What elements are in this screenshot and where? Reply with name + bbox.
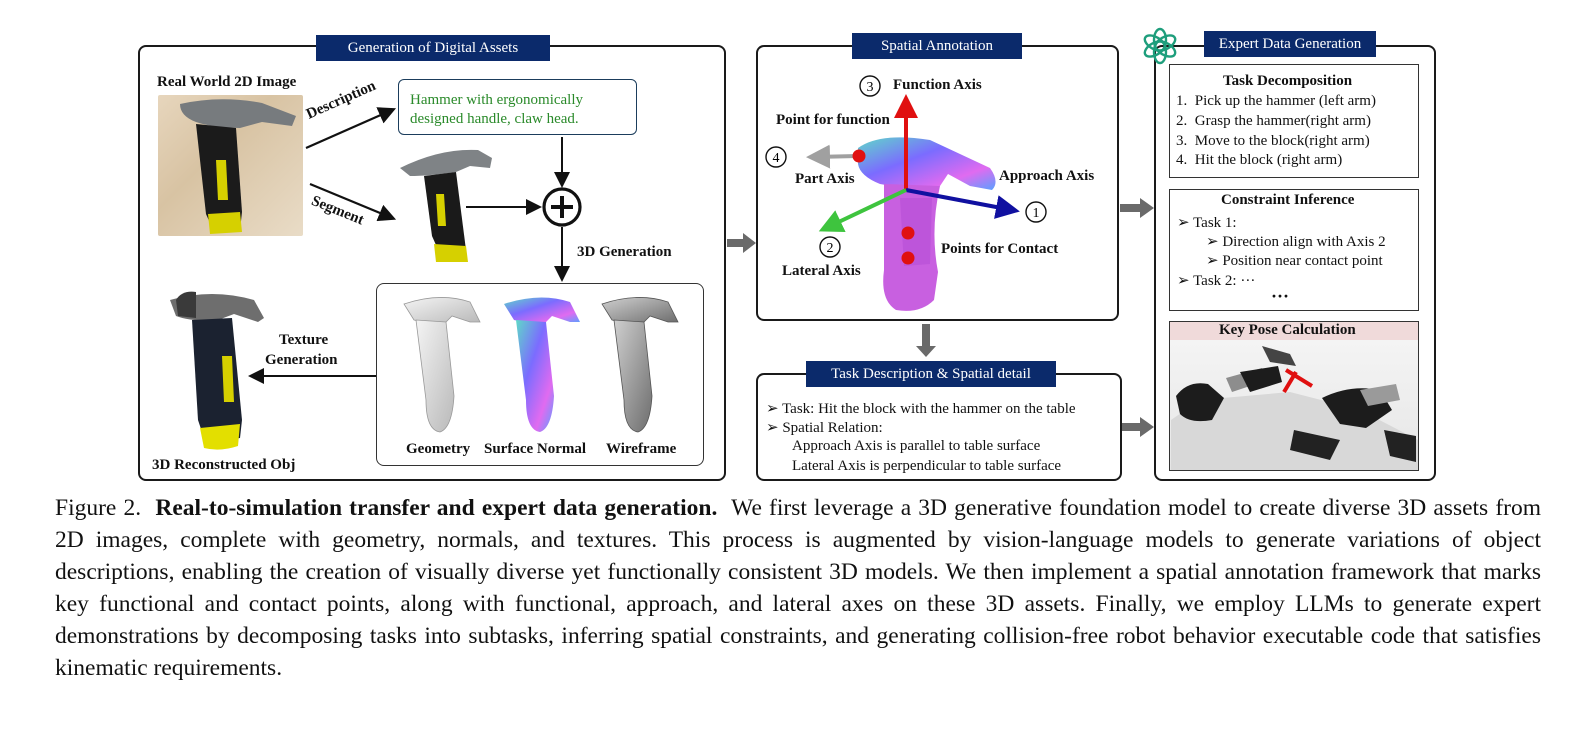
- function-point: [852, 149, 866, 163]
- lateral-axis-label: Lateral Axis: [782, 263, 861, 279]
- axis-number-3-text: 3: [867, 80, 874, 95]
- function-axis-label: Function Axis: [893, 77, 982, 93]
- digital-assets-title: Generation of Digital Assets: [316, 35, 550, 61]
- view-label-geometry: Geometry: [406, 441, 471, 457]
- relation-line-text: Spatial Relation:: [782, 420, 883, 436]
- geometry-view: [403, 297, 481, 433]
- decomp-item-text: Move to the block(right arm): [1194, 133, 1370, 149]
- task-line-text: Task: Hit the block with the hammer on t…: [782, 401, 1076, 417]
- connector-arrows: [727, 198, 1154, 437]
- approach-axis-arrow: [905, 188, 1020, 219]
- constraint-ellipsis: ···: [1271, 286, 1290, 306]
- task-line: ➢ Task: Hit the block with the hammer on…: [766, 401, 1076, 417]
- lateral-relation-line: Lateral Axis is perpendicular to table s…: [792, 458, 1062, 474]
- view-label-normal: Surface Normal: [484, 441, 587, 457]
- decomp-item: 3. Move to the block(right arm): [1176, 133, 1370, 149]
- constraint-item-text: Position near contact point: [1222, 253, 1383, 269]
- part-axis-arrow: [806, 144, 859, 169]
- caption-prefix: Figure 2.: [55, 495, 142, 521]
- contact-point: [901, 251, 915, 265]
- annotated-hammer: [858, 137, 996, 311]
- axis-number-2: 2: [819, 236, 841, 258]
- lateral-axis-arrow: [818, 188, 907, 232]
- reconstructed-hammer: [170, 291, 264, 450]
- approach-axis-label: Approach Axis: [999, 168, 1095, 184]
- task-description-title: Task Description & Spatial detail: [806, 361, 1056, 387]
- axis-number-4: 4: [765, 146, 787, 168]
- point-function-label: Point for function: [776, 112, 890, 128]
- axis-number-2-text: 2: [827, 241, 834, 256]
- constraint-task1-text: Task 1:: [1193, 215, 1237, 231]
- contact-point: [901, 226, 915, 240]
- constraint-title: Constraint Inference: [1221, 192, 1355, 208]
- constraint-task1: ➢ Task 1:: [1177, 215, 1237, 231]
- relation-line: ➢ Spatial Relation:: [766, 420, 883, 436]
- part-axis-label: Part Axis: [795, 171, 855, 187]
- decomp-item: 2. Grasp the hammer(right arm): [1176, 113, 1371, 129]
- axis-number-3: 3: [859, 75, 881, 97]
- decomp-item-text: Hit the block (right arm): [1194, 152, 1343, 168]
- keypose-title: Key Pose Calculation: [1219, 322, 1356, 338]
- description-arrow: [305, 107, 397, 150]
- caption-bold-title: Real-to-simulation transfer and expert d…: [155, 495, 718, 521]
- photo-hammer: [180, 99, 296, 234]
- reconstructed-label: 3D Reconstructed Obj: [152, 457, 296, 473]
- description-box: [398, 79, 637, 135]
- wireframe-view: [601, 297, 679, 433]
- points-contact-label: Points for Contact: [941, 241, 1059, 257]
- caption-body: We first leverage a 3D generative founda…: [55, 495, 1542, 681]
- task-decomposition-box: [1169, 64, 1419, 178]
- openai-logo-icon: [1143, 27, 1177, 65]
- decomp-item-text: Pick up the hammer (left arm): [1194, 93, 1376, 109]
- texture-label-2: Generation: [265, 352, 338, 368]
- axis-number-1-text: 1: [1033, 206, 1040, 221]
- spatial-annotation-title: Spatial Annotation: [852, 33, 1022, 59]
- constraint-item: ➢ Position near contact point: [1206, 253, 1383, 269]
- key-pose-scene: [1171, 346, 1418, 470]
- constraint-item: ➢ Direction align with Axis 2: [1206, 234, 1386, 250]
- decomp-item-text: Grasp the hammer(right arm): [1194, 113, 1371, 129]
- surface-normal-view: [504, 297, 580, 432]
- decomp-item: 4. Hit the block (right arm): [1176, 152, 1343, 168]
- generation-label: 3D Generation: [577, 244, 672, 260]
- expert-data-title: Expert Data Generation: [1204, 31, 1376, 57]
- constraint-inference-box: [1169, 189, 1419, 311]
- description-text-2: designed handle, claw head.: [410, 111, 579, 127]
- segment-arrow: [309, 182, 397, 222]
- decomposition-title: Task Decomposition: [1223, 73, 1353, 89]
- axis-number-1: 1: [1025, 201, 1047, 223]
- constraint-task2-text: Task 2: ···: [1193, 273, 1256, 289]
- axis-number-4-text: 4: [773, 151, 780, 166]
- views-box: [376, 283, 704, 466]
- figure-caption: Figure 2. Real-to-simulation transfer an…: [55, 492, 1541, 684]
- description-text-1: Hammer with ergonomically: [410, 92, 584, 108]
- approach-relation-line: Approach Axis is parallel to table surfa…: [792, 438, 1041, 454]
- segmented-hammer: [400, 149, 492, 262]
- plus-circle-icon: [542, 187, 582, 227]
- view-label-wireframe: Wireframe: [606, 441, 677, 457]
- texture-label-1: Texture: [279, 332, 329, 348]
- decomp-item: 1. Pick up the hammer (left arm): [1176, 93, 1376, 109]
- constraint-task2: ➢ Task 2: ···: [1177, 273, 1256, 289]
- constraint-item-text: Direction align with Axis 2: [1222, 234, 1386, 250]
- real-image-label: Real World 2D Image: [157, 74, 297, 90]
